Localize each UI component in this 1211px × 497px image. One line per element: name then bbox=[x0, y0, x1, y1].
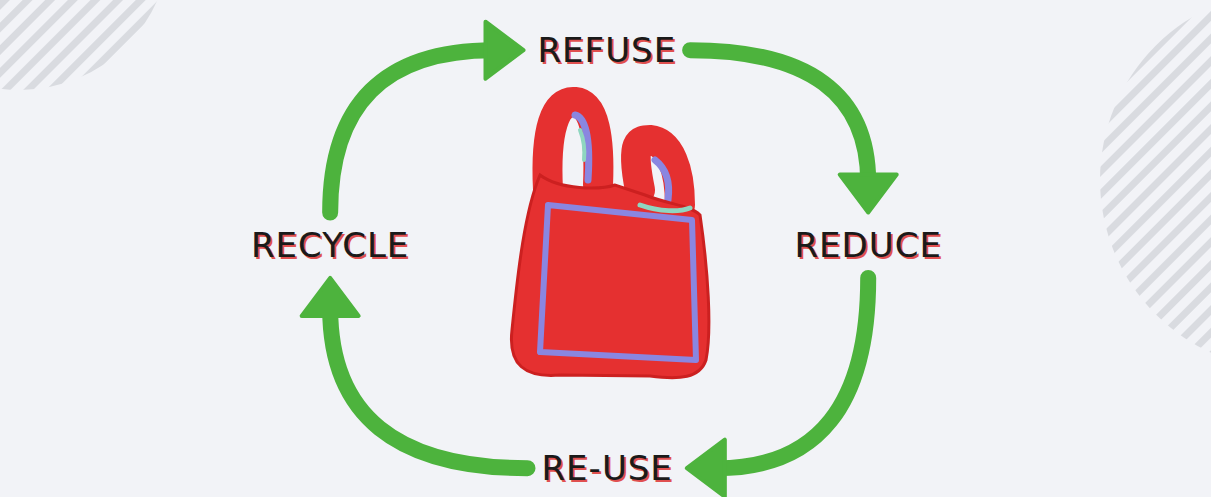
cycle-arrow bbox=[330, 22, 523, 213]
step-label: RE-USE bbox=[542, 450, 673, 487]
cycle-arrow bbox=[302, 278, 528, 468]
step-label: RECYCLE bbox=[251, 227, 409, 264]
cycle-step: REDUCE bbox=[795, 227, 942, 264]
cycle-arrow bbox=[687, 278, 868, 497]
arrow-head bbox=[840, 175, 897, 213]
cycle-step: REFUSE bbox=[538, 32, 677, 69]
arrow-head bbox=[486, 22, 524, 79]
arrow-shaft bbox=[690, 50, 868, 182]
cycle-step: RECYCLE bbox=[251, 227, 409, 264]
cycle-arrow bbox=[690, 50, 897, 212]
arrow-shaft bbox=[330, 50, 493, 212]
corner-stripes bbox=[0, 0, 170, 90]
arrow-shaft bbox=[717, 278, 868, 468]
cycle-step: RE-USE bbox=[542, 450, 673, 487]
corner-stripes bbox=[1100, 0, 1211, 370]
arrow-shaft bbox=[330, 308, 527, 468]
step-label: REDUCE bbox=[795, 227, 942, 264]
arrow-head bbox=[302, 278, 359, 316]
step-label: REFUSE bbox=[538, 32, 677, 69]
arrow-head bbox=[687, 440, 725, 497]
plastic-bag bbox=[511, 102, 708, 378]
